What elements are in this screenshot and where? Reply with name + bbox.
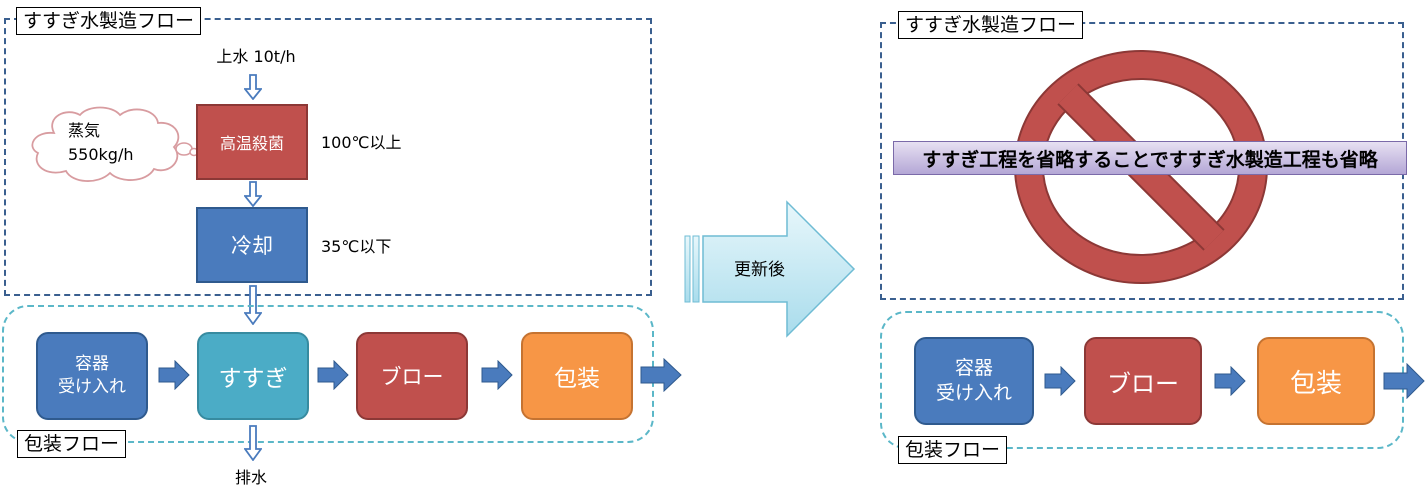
arrow-down-icon bbox=[244, 181, 262, 207]
blow-label: ブロー bbox=[1107, 369, 1179, 398]
blow-step: ブロー bbox=[356, 332, 468, 420]
water-inlet-label: 上水 10t/h bbox=[216, 47, 296, 66]
blow-label: ブロー bbox=[380, 365, 444, 389]
arrow-right-icon bbox=[317, 360, 349, 390]
arrow-down-icon bbox=[244, 425, 262, 461]
arrow-right-icon bbox=[481, 360, 513, 390]
left-rinse-water-flow-frame bbox=[4, 18, 652, 296]
container-receiving-label: 容器 受け入れ bbox=[935, 357, 1012, 404]
high-temp-sterilization-label: 高温殺菌 bbox=[219, 134, 284, 153]
cloud-icon bbox=[31, 106, 199, 182]
container-receiving-step: 容器 受け入れ bbox=[914, 337, 1034, 425]
arrow-down-icon bbox=[244, 74, 262, 100]
steam-label: 蒸気 bbox=[68, 121, 101, 140]
arrow-right-icon bbox=[640, 358, 682, 392]
omission-banner-text: すすぎ工程を省略することですすぎ水製造工程も省略 bbox=[922, 148, 1378, 171]
rinse-label: すすぎ bbox=[218, 366, 288, 392]
update-arrow-label: 更新後 bbox=[734, 260, 785, 280]
right-packaging-flow-label: 包装フロー bbox=[898, 436, 1008, 464]
container-receiving-label: 容器 受け入れ bbox=[58, 354, 126, 397]
left-rinse-water-flow-title: すすぎ水製造フロー bbox=[16, 7, 202, 35]
blow-step: ブロー bbox=[1084, 337, 1202, 425]
packaging-step: 包装 bbox=[1257, 337, 1375, 425]
arrow-right-icon bbox=[684, 200, 856, 338]
arrow-right-icon bbox=[1214, 366, 1246, 396]
steam-amount: 550kg/h bbox=[68, 145, 134, 164]
arrow-right-icon bbox=[158, 360, 190, 390]
left-packaging-flow-label: 包装フロー bbox=[17, 430, 127, 458]
rinse-step: すすぎ bbox=[197, 332, 309, 420]
high-temp-sterilization-step: 高温殺菌 bbox=[196, 104, 308, 180]
omission-banner: すすぎ工程を省略することですすぎ水製造工程も省略 bbox=[893, 141, 1407, 175]
cooling-label: 冷却 bbox=[231, 234, 273, 258]
sterilization-temperature: 100℃以上 bbox=[321, 133, 402, 152]
right-rinse-water-flow-title: すすぎ水製造フロー bbox=[898, 11, 1084, 39]
arrow-right-icon bbox=[1383, 363, 1425, 399]
packaging-label: 包装 bbox=[1289, 368, 1342, 399]
cooling-step: 冷却 bbox=[196, 207, 308, 283]
cooling-temperature: 35℃以下 bbox=[321, 237, 392, 256]
packaging-step: 包装 bbox=[521, 332, 633, 420]
arrow-right-icon bbox=[1044, 366, 1076, 396]
packaging-label: 包装 bbox=[554, 366, 600, 392]
container-receiving-step: 容器 受け入れ bbox=[36, 332, 148, 420]
drain-label: 排水 bbox=[235, 468, 268, 487]
